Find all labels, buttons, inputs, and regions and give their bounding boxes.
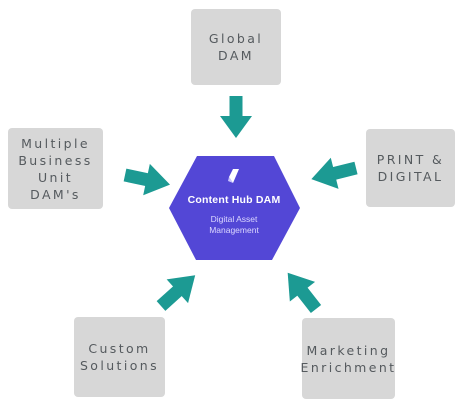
center-hexagon [169,156,300,260]
source-box-multiple-business-unit-dams: Multiple Business Unit DAM's [8,128,103,209]
arrow-from-print [311,157,358,189]
source-box-print-digital: PRINT & DIGITAL [366,129,455,207]
arrow-from-custom [156,275,196,311]
source-box-custom-solutions: Custom Solutions [74,317,165,397]
source-box-marketing-enrichment: Marketing Enrichment [301,318,395,399]
arrow-from-global [220,96,252,138]
source-box-global-dam: Global DAM [191,9,281,85]
arrow-from-multiple [123,163,170,196]
arrow-from-marketing [287,272,322,314]
